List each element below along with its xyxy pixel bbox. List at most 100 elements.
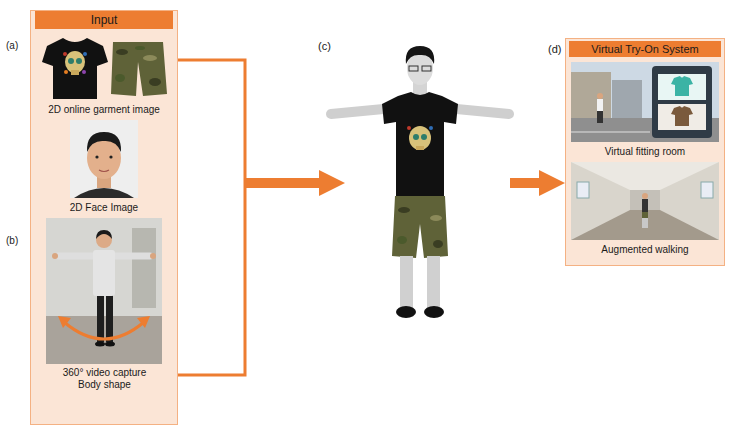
tshirt-image <box>83 52 87 56</box>
body-capture-photo <box>58 316 71 328</box>
walking-image <box>571 162 719 190</box>
avatar-figure <box>400 256 413 308</box>
shorts-image <box>143 55 157 61</box>
avatar-figure <box>397 236 407 244</box>
body-capture-photo <box>46 218 162 364</box>
block-arrow <box>510 170 565 196</box>
body-capture-photo <box>150 253 156 259</box>
image-caption: Virtual fitting room <box>566 146 724 158</box>
output-panel-ground <box>565 38 725 266</box>
bracket-line <box>178 183 245 375</box>
walking-image <box>571 162 719 240</box>
body-capture-photo <box>137 316 150 328</box>
flow-arrow <box>178 60 345 196</box>
body-capture-photo <box>52 253 58 259</box>
tshirt-image <box>68 58 74 64</box>
shorts-image <box>115 74 125 82</box>
fitting-room-image <box>597 93 603 99</box>
tshirt-image <box>65 51 85 73</box>
panel-header: Virtual Try-On System <box>569 41 721 57</box>
walking-image <box>571 210 719 240</box>
walking-image <box>571 162 719 240</box>
avatar-figure <box>409 126 431 150</box>
fitting-room-image <box>671 106 693 126</box>
body-capture-photo <box>105 342 115 347</box>
avatar-figure <box>406 46 434 64</box>
fitting-room-image <box>597 111 603 123</box>
avatar-figure <box>413 134 419 140</box>
walking-image <box>642 199 648 212</box>
tshirt-image <box>42 38 108 99</box>
block-arrow <box>245 170 345 196</box>
walking-image <box>701 182 713 198</box>
body-capture-photo <box>106 292 113 342</box>
avatar-figure <box>382 92 458 198</box>
fitting-room-image <box>658 104 706 130</box>
body-capture-photo <box>132 228 156 308</box>
callout-letter: (b) <box>6 235 28 247</box>
face-image <box>87 132 121 152</box>
body-capture-photo <box>96 230 112 239</box>
bracket-line <box>178 183 245 375</box>
body-capture-photo <box>93 250 115 296</box>
image-caption: 2D online garment image <box>31 104 177 116</box>
input-panel-ground <box>30 10 178 425</box>
fitting-room-image <box>571 62 719 142</box>
tshirt-image <box>63 52 67 56</box>
bracket-line <box>178 60 245 183</box>
image-caption: 2D Face Image <box>31 202 177 214</box>
body-capture-photo <box>46 218 162 364</box>
image-caption: 360° video capture Body shape <box>57 367 152 391</box>
callout-letter: (a) <box>6 40 28 52</box>
callout-letter: (d) <box>548 43 561 55</box>
fitting-room-image <box>597 99 603 111</box>
shorts-image <box>116 49 128 55</box>
face-image <box>70 120 138 198</box>
avatar-box: (c) <box>345 38 510 328</box>
avatar-figure <box>416 146 424 150</box>
shorts-image <box>149 78 161 86</box>
avatar-figure <box>409 66 418 71</box>
walking-image <box>642 218 648 228</box>
face-image <box>74 188 134 198</box>
panel-header: Input <box>35 11 173 29</box>
shorts-image <box>135 46 145 50</box>
fitting-room-image <box>652 66 712 138</box>
avatar-figure <box>407 126 411 130</box>
avatar-figure <box>429 126 433 130</box>
fitting-room-image <box>612 80 642 122</box>
body-capture-photo <box>95 342 105 347</box>
fitting-room-image <box>658 74 706 100</box>
walking-image <box>642 212 648 218</box>
body-capture-photo <box>97 292 104 342</box>
body-capture-photo <box>64 322 144 339</box>
avatar-figure <box>421 134 427 140</box>
avatar-figure <box>422 66 431 71</box>
avatar-figure <box>430 215 442 221</box>
tshirt-image <box>64 70 68 74</box>
tshirt-image <box>71 70 79 75</box>
face-image <box>99 170 109 172</box>
walking-image <box>642 193 648 199</box>
tshirt-image <box>82 70 86 74</box>
fitting-room-image <box>571 72 611 122</box>
face-image <box>70 120 138 198</box>
avatar-figure <box>424 306 444 318</box>
output-panel-ground <box>565 38 725 266</box>
avatar-figure <box>396 306 416 318</box>
avatar-figure <box>331 46 509 318</box>
avatar-figure <box>433 240 443 248</box>
image-caption: Augmented walking <box>566 244 724 256</box>
avatar-figure <box>392 196 448 258</box>
avatar-figure <box>398 207 410 213</box>
input-panel-ground <box>30 10 178 425</box>
flow-arrow <box>510 170 565 196</box>
tshirt-image <box>42 38 108 99</box>
callout-letter: (c) <box>318 40 331 52</box>
tshirt-image <box>76 58 82 64</box>
shorts-image <box>111 42 167 96</box>
avatar-figure <box>427 256 440 308</box>
walking-image <box>577 182 589 198</box>
fitting-room-image <box>671 76 693 96</box>
